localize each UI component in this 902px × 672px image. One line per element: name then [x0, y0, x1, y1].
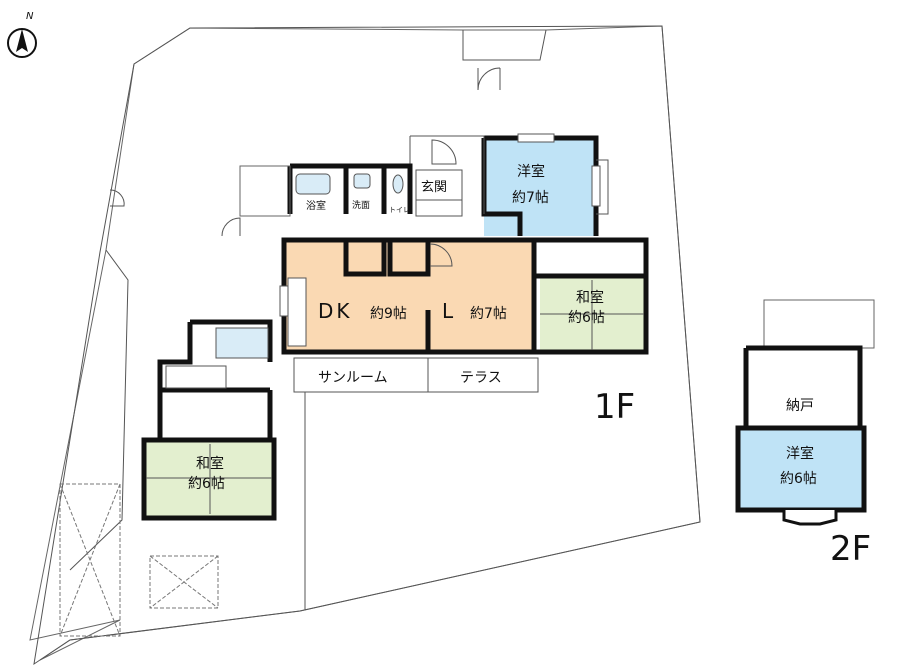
floor-label-2f: 2F [830, 529, 871, 569]
parking-space-large [59, 483, 121, 637]
label-toilet: トイレ [389, 206, 410, 214]
room-japanese-1f-west [146, 442, 272, 516]
room-storage-2f [780, 386, 834, 426]
room-terrace [427, 357, 539, 393]
label-living-size: 約7帖 [470, 306, 507, 322]
label-western-1f-size: 約7帖 [512, 190, 549, 206]
label-living-name: L [442, 299, 454, 323]
room-sunroom [293, 357, 429, 393]
parking-space-small [149, 555, 219, 609]
compass-icon [7, 28, 37, 58]
bathtub-icon [295, 173, 331, 195]
label-dk-size: 約9帖 [370, 306, 407, 322]
gate-line [462, 29, 547, 61]
room-western-2f [740, 430, 862, 508]
label-bath: 浴室 [306, 199, 326, 212]
gate-door [477, 67, 501, 91]
label-storage-2f: 納戸 [786, 398, 814, 414]
label-japanese-west-size: 約6帖 [188, 476, 225, 492]
label-sunroom: サンルーム [318, 370, 388, 386]
label-washroom: 洗面 [352, 199, 370, 211]
compass-north-label: N [26, 11, 34, 22]
toilet-icon [392, 174, 404, 194]
site-inner-line [69, 249, 129, 571]
label-western-2f-size: 約6帖 [780, 471, 817, 487]
label-western-1f-name: 洋室 [517, 163, 545, 180]
site-boundary-line [33, 25, 701, 666]
floor-label-1f: 1F [594, 387, 635, 427]
label-japanese-east-name: 和室 [576, 289, 604, 306]
label-japanese-east-size: 約6帖 [568, 310, 605, 326]
label-western-2f-name: 洋室 [786, 445, 814, 462]
label-japanese-west-name: 和室 [196, 455, 224, 472]
label-entrance: 玄関 [421, 180, 447, 195]
sink-icon [353, 173, 371, 189]
label-terrace: テラス [460, 370, 502, 386]
room-western-1f [484, 138, 596, 236]
side-arc [109, 189, 125, 207]
label-dk-name: DK [318, 299, 353, 323]
room-dk-living [284, 240, 534, 352]
